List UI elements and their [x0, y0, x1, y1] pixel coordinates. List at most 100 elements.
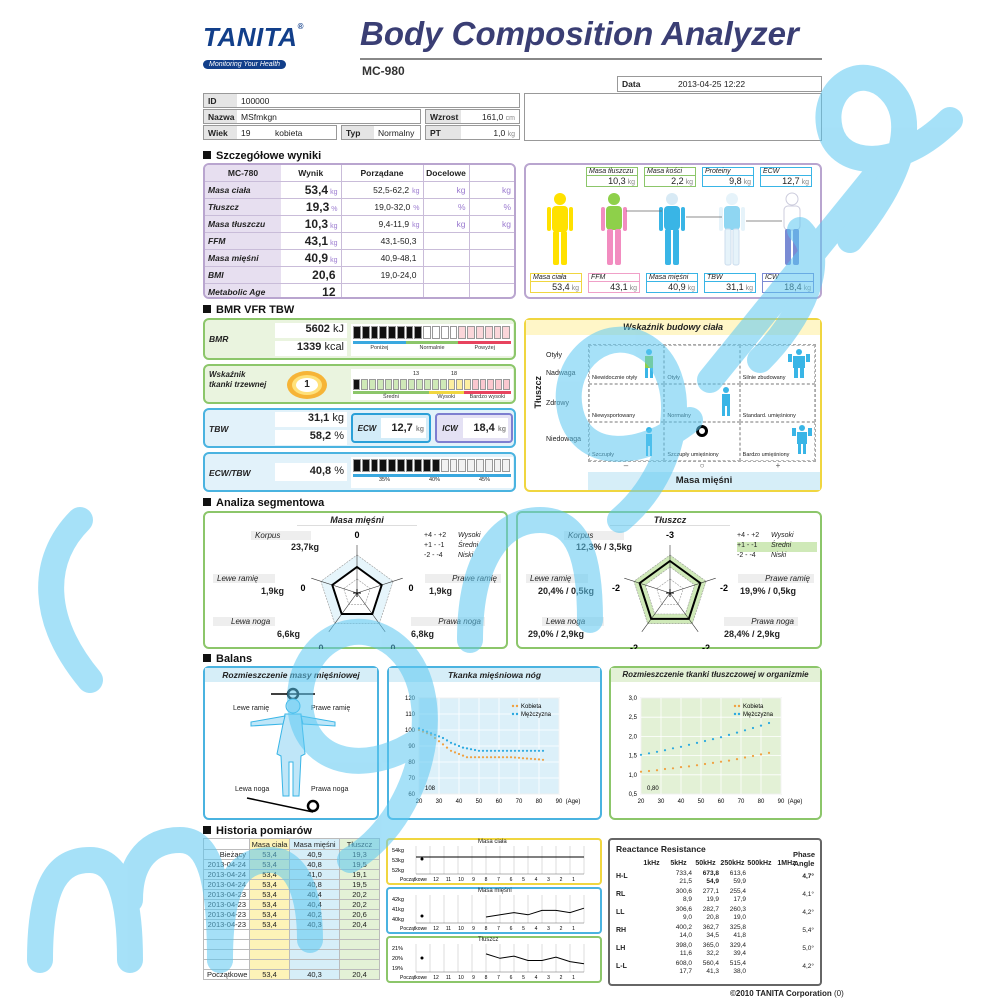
data-point [421, 728, 425, 732]
x-tick-label: 5 [522, 877, 525, 883]
radar-axis [641, 592, 671, 632]
history-cell: 40,4 [289, 889, 340, 900]
body-figures [547, 192, 801, 266]
y-tick-label: 2,0 [629, 734, 638, 740]
x-tick-label: 50 [698, 799, 705, 805]
gauge-segment [353, 459, 361, 472]
x-tick-label: 9 [472, 975, 475, 981]
gauge-segment [467, 326, 475, 339]
body-type-row: Niedowaga [546, 436, 582, 443]
data-point [751, 754, 755, 758]
x-tick-label: 20 [416, 799, 423, 805]
history-cell: 20,2 [339, 889, 380, 900]
data-point [541, 758, 545, 761]
gauge-segment [432, 379, 439, 390]
y-tick-label: 60 [408, 792, 415, 798]
legend-marker [737, 704, 741, 708]
x-tick-label: 2 [560, 975, 563, 981]
data-point [513, 749, 517, 752]
x-tick-label: 9 [472, 926, 475, 932]
data-point [533, 758, 537, 761]
x-tick-label: 8 [485, 975, 488, 981]
y-tick-label: 120 [405, 696, 416, 702]
data-point [647, 752, 651, 755]
history-cell: 40,3 [289, 969, 340, 980]
legend-marker [737, 712, 741, 716]
data-point [485, 749, 489, 752]
model-label: MC-980 [362, 64, 405, 78]
history-cell: 40,4 [289, 899, 340, 910]
gauge-segment [361, 459, 370, 472]
data-point [687, 765, 691, 768]
data-point [679, 766, 683, 769]
result-desired: 19,0-32,0 [374, 201, 411, 212]
data-point [497, 756, 501, 759]
gauge-segment [484, 459, 493, 472]
history-cell: 2013-04-24 [203, 869, 250, 880]
result-value: 20,6 [312, 267, 336, 282]
freq-header: 250kHz [720, 860, 745, 867]
result-label: Metabolic Age [205, 283, 281, 297]
freq-header: 5kHz [670, 860, 687, 867]
data-point [473, 756, 477, 759]
history-line [485, 953, 585, 965]
gauge-segment [384, 379, 392, 390]
figure-icon-slim [646, 427, 652, 456]
results-table-panel: MC-780 Wynik Porządane Docelowe Masa cia… [203, 163, 516, 299]
history-cell: 19,5 [339, 859, 380, 870]
x-tick-label: 12 [433, 926, 439, 932]
data-point [671, 767, 675, 770]
data-point [751, 726, 755, 730]
data-point [509, 749, 513, 752]
gauge-segment [361, 326, 370, 339]
gauge-segment [396, 459, 405, 472]
legend-label: Mężczyzna [743, 712, 774, 718]
gauge-segment [400, 379, 408, 390]
x-tick-label: 20 [638, 799, 645, 805]
page-title: Body Composition Analyzer [360, 15, 799, 52]
history-cell: 53,4 [249, 889, 290, 900]
gauge-segment [458, 326, 467, 339]
section-bmr: BMR VFR TBW [203, 304, 294, 316]
body-type-cell: Niewysportowany [589, 383, 665, 423]
gauge-segment [493, 326, 502, 339]
history-cell: 20,4 [339, 969, 380, 980]
radar-axis [624, 577, 671, 594]
x-tick-label: 30 [436, 799, 443, 805]
x-tick-label: 4 [535, 926, 538, 932]
data-point [489, 756, 493, 759]
data-point [417, 727, 421, 730]
freq-header: 1MHz [777, 860, 796, 867]
history-cell: 2013-04-24 [203, 859, 250, 870]
plot-area [640, 697, 782, 795]
x-tick-label: 3 [547, 926, 550, 932]
data-point [679, 745, 683, 748]
x-axis-label: (Age) [788, 799, 803, 805]
ecw-tbw-panel: ECW/TBW 40,8 % 35%40%45% [203, 452, 516, 492]
x-tick-label: 70 [516, 799, 523, 805]
date-box: Data 2013-04-25 12:22 [617, 76, 822, 92]
data-point [639, 753, 643, 756]
y-tick-label: 41kg [392, 907, 404, 913]
figure-icon-standard [722, 387, 730, 416]
history-cell: 19,3 [339, 849, 380, 860]
result-label: FFM [205, 232, 281, 250]
gauge-segment [440, 459, 449, 472]
footer: ©2010 TANITA Corporation (0) [730, 989, 844, 998]
data-point [461, 746, 465, 749]
x-tick-label: 9 [472, 877, 475, 883]
data-point [437, 735, 441, 738]
